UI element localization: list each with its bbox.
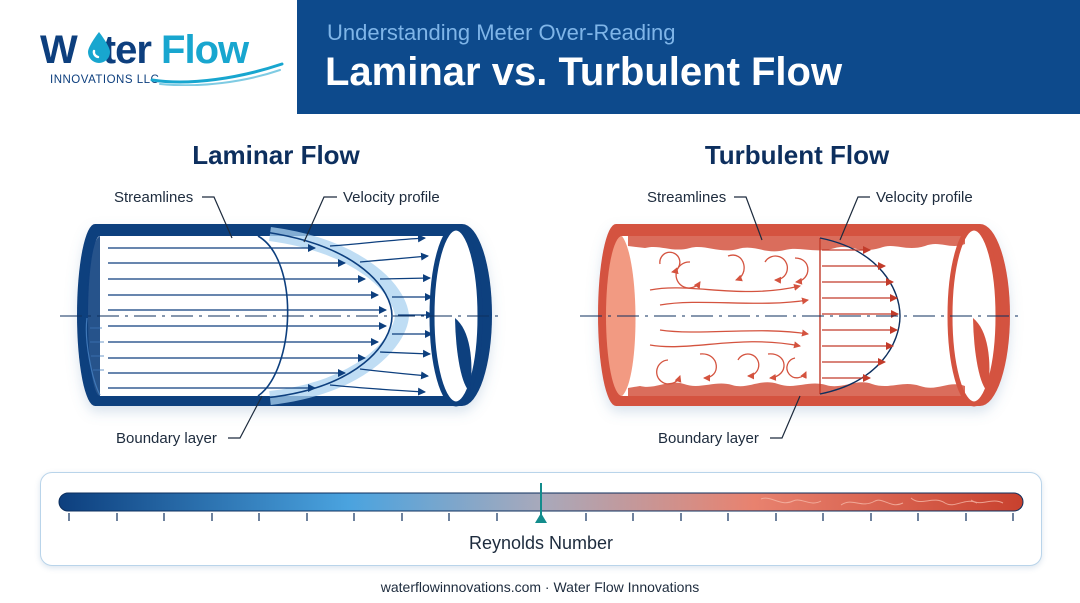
reynolds-scale-card: Reynolds Number	[40, 472, 1042, 566]
water-drop-icon	[88, 32, 110, 63]
turbulent-boundary-top	[628, 236, 965, 252]
reynolds-scale	[58, 483, 1024, 523]
reynolds-label: Reynolds Number	[468, 533, 614, 553]
turbulent-boundary-bottom	[628, 382, 965, 396]
turbulent-pipe	[598, 224, 1010, 407]
turbulent-velocity-arrows	[822, 246, 899, 382]
turbulent-label-velocity: Velocity profile	[876, 189, 973, 206]
laminar-label-streamlines: Streamlines	[114, 189, 193, 206]
laminar-label-boundary: Boundary layer	[116, 430, 217, 447]
turbulent-label-streamlines: Streamlines	[647, 189, 726, 206]
header-banner: Understanding Meter Over-Reading Laminar…	[297, 0, 1080, 114]
turbulent-heading: Turbulent Flow	[705, 140, 890, 170]
transition-marker	[535, 483, 547, 523]
footer-text: waterflowinnovations.com · Water Flow In…	[380, 579, 700, 595]
header-subtitle: Understanding Meter Over-Reading	[327, 20, 676, 45]
wave-icon	[150, 62, 284, 86]
turbulent-label-boundary: Boundary layer	[658, 430, 759, 447]
turbulent-eddies	[649, 251, 809, 385]
laminar-streamlines	[108, 234, 434, 396]
laminar-label-velocity: Velocity profile	[343, 189, 440, 206]
logo-tagline: INNOVATIONS LLC	[50, 74, 160, 86]
reynolds-ticks	[68, 513, 1014, 521]
laminar-heading: Laminar Flow	[192, 140, 360, 170]
flow-diagram: Laminar Flow	[60, 140, 1018, 447]
header-title: Laminar vs. Turbulent Flow	[325, 50, 843, 94]
